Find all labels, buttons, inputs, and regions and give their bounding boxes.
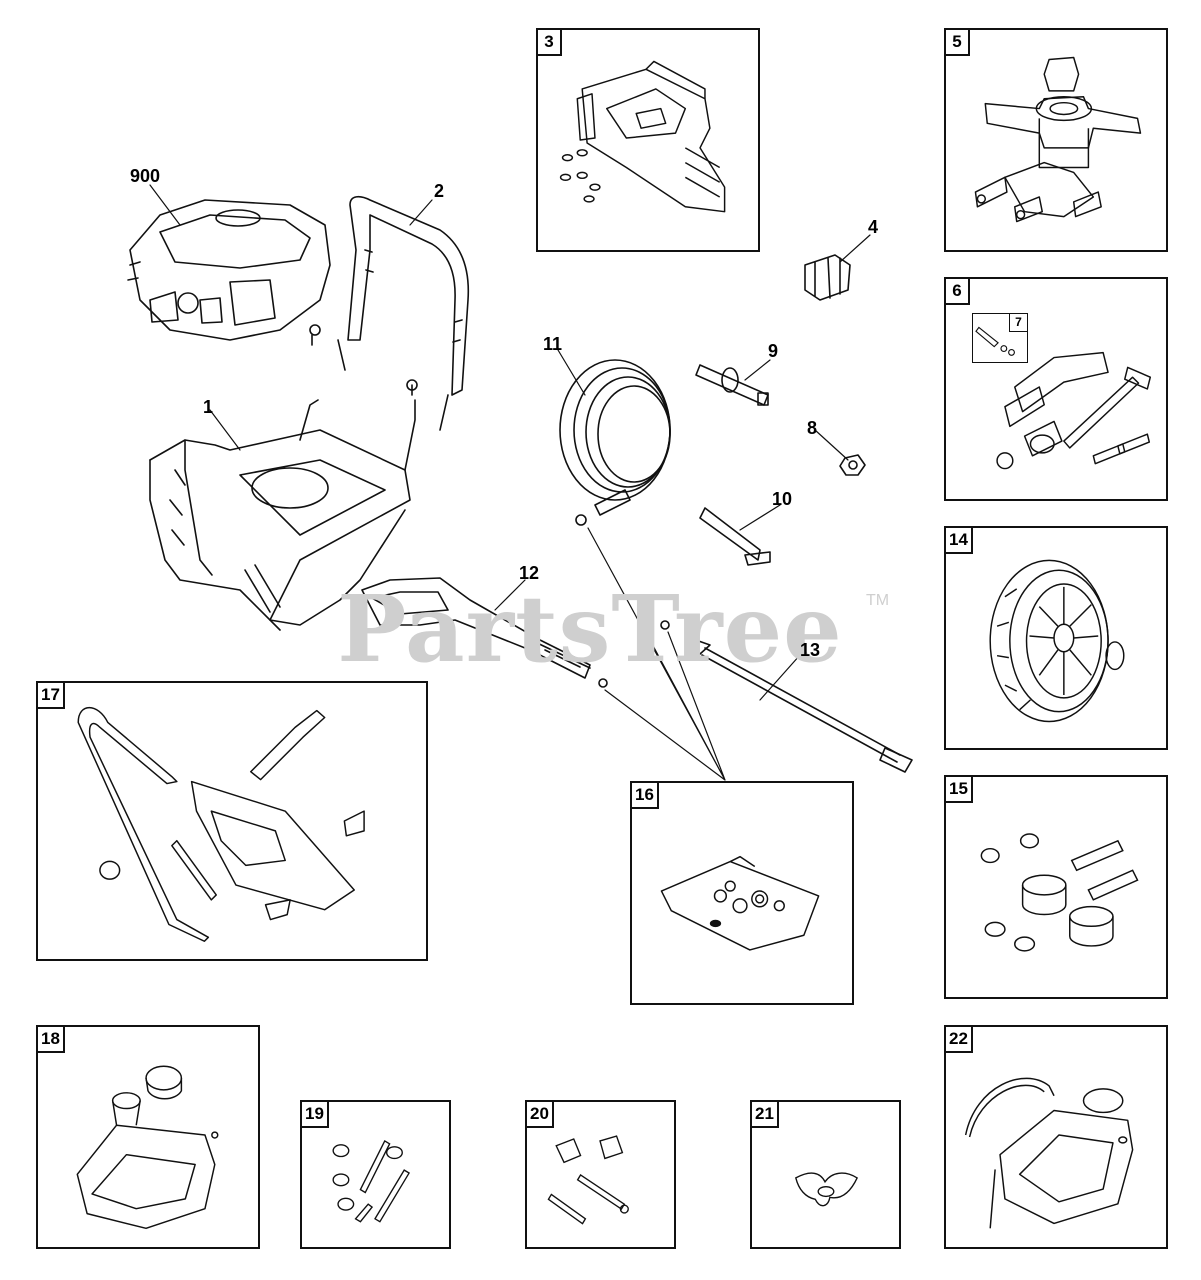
box-number: 6 [946,279,970,305]
nut-part-8 [839,454,866,476]
box-number: 14 [946,528,973,554]
part-box-6[interactable]: 6 7 [944,277,1168,501]
tool-part-10 [699,507,771,566]
part-box-3[interactable]: 3 [536,28,760,252]
trademark-mark: TM [866,592,890,609]
callout-13: 13 [800,640,821,660]
hardware-kit-art [980,833,1139,952]
callout-9: 9 [768,341,779,361]
handle-part-2 [337,195,470,431]
box-number: 3 [538,30,562,56]
part-box-17[interactable]: 17 [36,681,428,961]
callout-10: 10 [772,489,793,509]
unloader-valve-art [996,351,1152,470]
clip-kit-art [547,1135,629,1225]
fuel-tank-assembly-art [964,1077,1134,1229]
handle-kit-art [77,706,365,942]
check-valve-art [975,326,1015,356]
box-number: 18 [38,1027,65,1053]
box-number: 19 [302,1102,329,1128]
control-panel-art [559,60,726,213]
box-number: 15 [946,777,973,803]
sub-box-number: 7 [1009,314,1027,332]
box-number: 22 [946,1027,973,1053]
callout-11: 11 [543,334,563,354]
callout-8: 8 [807,418,818,438]
part-box-5[interactable]: 5 [944,28,1168,252]
engine-part-900 [127,199,331,341]
callout-900: 900 [130,166,161,186]
box-number: 17 [38,683,65,709]
frame-part-1 [149,324,418,631]
nozzle-part-4 [804,254,851,301]
bolt-kit-art [332,1139,411,1223]
part-box-18[interactable]: 18 [36,1025,260,1249]
part-box-16[interactable]: 16 [630,781,854,1005]
callout-12: 12 [519,563,540,583]
part-box-22[interactable]: 22 [944,1025,1168,1249]
callout-2: 2 [434,181,445,201]
part-box-19[interactable]: 19 [300,1100,451,1249]
box-number: 21 [752,1102,779,1128]
wand-part-13 [660,620,913,773]
box-number: 16 [632,783,659,809]
pump-art [974,56,1142,223]
wing-nut-art [795,1172,859,1207]
spray-gun-part-12 [361,577,608,688]
part-box-14[interactable]: 14 [944,526,1168,750]
part-box-21[interactable]: 21 [750,1100,901,1249]
fuel-tank-art [76,1065,219,1230]
part-box-20[interactable]: 20 [525,1100,676,1249]
box-number: 20 [527,1102,554,1128]
oring-kit-bag-art [660,855,820,951]
callout-1: 1 [203,397,214,417]
wheel-art [989,559,1125,723]
callout-4: 4 [868,217,879,237]
sub-box-7[interactable]: 7 [972,313,1028,363]
part-box-15[interactable]: 15 [944,775,1168,999]
leader-lines [149,184,871,781]
partstree-watermark: PartsTree [337,575,843,683]
box-number: 5 [946,30,970,56]
hose-part-11 [559,359,671,526]
fitting-part-9 [695,364,769,406]
